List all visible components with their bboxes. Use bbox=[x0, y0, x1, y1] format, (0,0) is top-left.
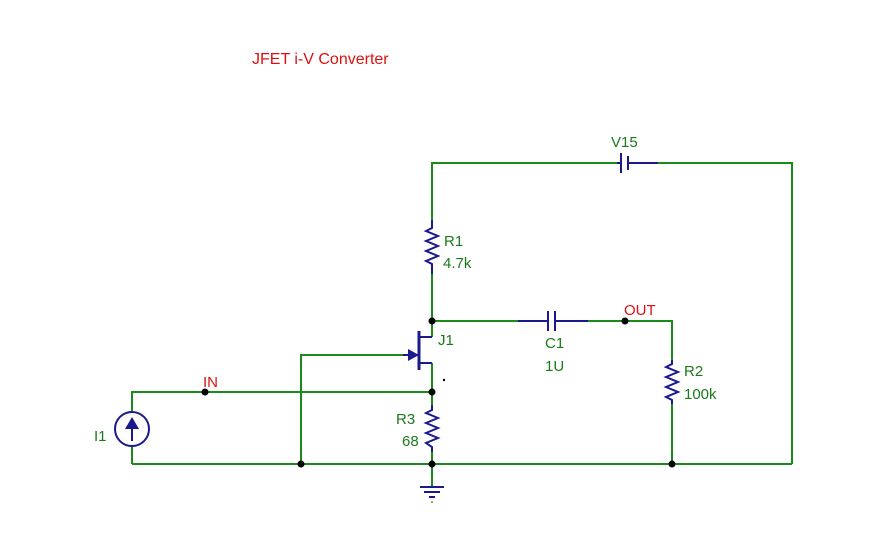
junction-dot bbox=[428, 388, 436, 396]
j1-name: J1 bbox=[438, 332, 454, 349]
wire-input bbox=[131, 391, 432, 412]
junction-dot bbox=[201, 388, 209, 396]
resistor-r3[interactable] bbox=[423, 405, 441, 452]
diagram-title: JFET i-V Converter bbox=[252, 51, 389, 68]
wire-c1-to-r2 bbox=[588, 320, 673, 360]
junction-dot bbox=[428, 317, 436, 325]
net-label-in: IN bbox=[203, 374, 218, 391]
wire-top-right bbox=[658, 162, 793, 464]
r2-name: R2 bbox=[684, 363, 703, 380]
r2-value: 100k bbox=[684, 386, 717, 403]
r1-name: R1 bbox=[444, 233, 463, 250]
resistor-r2[interactable] bbox=[663, 360, 681, 404]
capacitor-c1[interactable] bbox=[518, 311, 588, 331]
current-source-circle bbox=[114, 411, 150, 447]
battery-v15[interactable] bbox=[617, 153, 658, 173]
wires bbox=[131, 162, 793, 487]
r3-name: R3 bbox=[396, 411, 415, 428]
junction-dot bbox=[297, 460, 305, 468]
battery-label: V15 bbox=[611, 134, 638, 151]
resistor-r1[interactable] bbox=[423, 220, 441, 274]
junction-dot bbox=[668, 460, 676, 468]
r1-value: 4.7k bbox=[443, 255, 472, 272]
stray-dot bbox=[442, 378, 446, 382]
i1-name: I1 bbox=[94, 428, 107, 445]
c1-name: C1 bbox=[545, 335, 564, 352]
net-label-out: OUT bbox=[624, 302, 656, 319]
r3-value: 68 bbox=[402, 433, 419, 450]
junction-dots bbox=[201, 317, 676, 468]
wire-gate bbox=[300, 354, 403, 464]
junction-dot bbox=[428, 460, 436, 468]
junction-dot bbox=[621, 317, 629, 325]
current-source-i1[interactable] bbox=[114, 411, 150, 447]
current-arrow-icon bbox=[125, 417, 139, 429]
jfet-j1[interactable] bbox=[403, 331, 432, 370]
wire-top-left bbox=[431, 162, 617, 220]
gate-arrow-icon bbox=[408, 349, 419, 361]
c1-value: 1U bbox=[545, 358, 564, 375]
ground-icon bbox=[420, 486, 444, 498]
